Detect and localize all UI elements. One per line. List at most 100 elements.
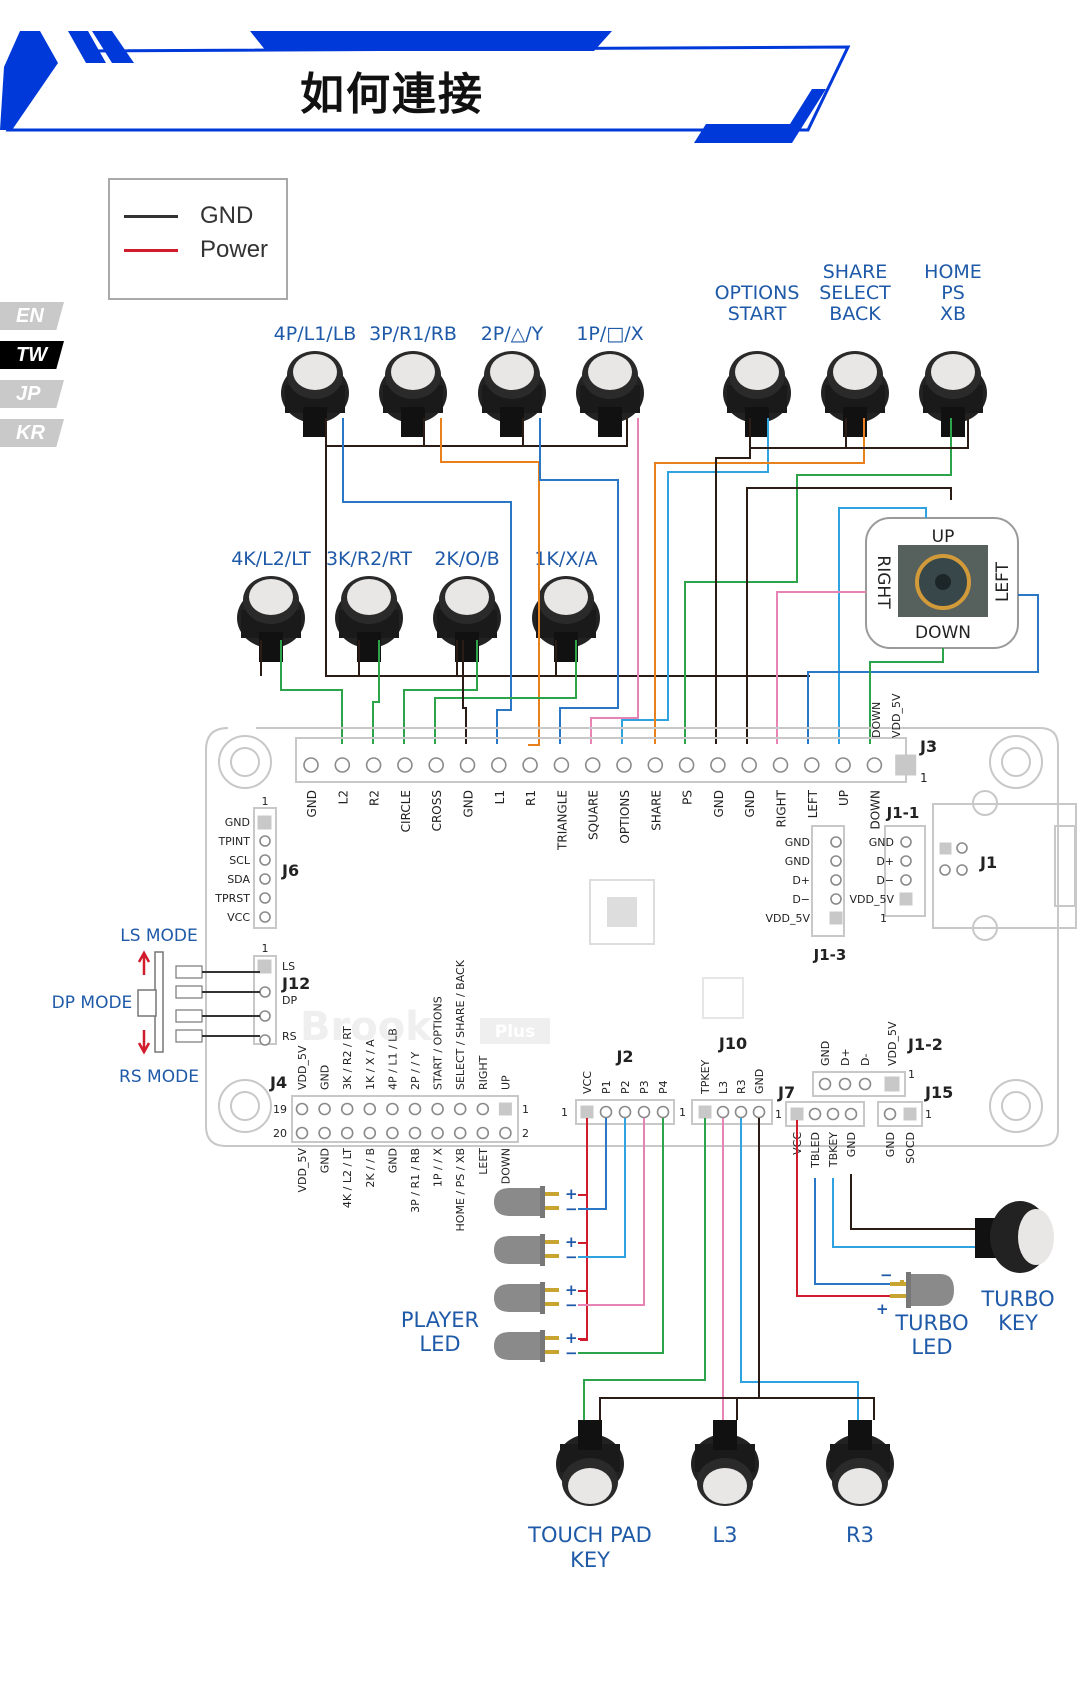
j3-pin[interactable] bbox=[428, 757, 445, 773]
j4-pin[interactable] bbox=[476, 1126, 490, 1140]
j4-pin[interactable] bbox=[340, 1126, 354, 1140]
j1-pin[interactable] bbox=[939, 842, 952, 855]
j2-name: J2 bbox=[615, 1047, 633, 1066]
language-tab-jp[interactable]: JP bbox=[0, 380, 64, 408]
j4-pin[interactable] bbox=[340, 1102, 354, 1116]
j3-pin[interactable] bbox=[866, 757, 883, 773]
j1-2-pin[interactable] bbox=[838, 1077, 852, 1091]
j6-pin[interactable] bbox=[259, 892, 271, 904]
turbo-led-label: LED bbox=[911, 1335, 952, 1359]
j1-3-pin-label: D− bbox=[792, 893, 810, 906]
j4-pin[interactable] bbox=[408, 1126, 422, 1140]
j6-pin[interactable] bbox=[259, 854, 271, 866]
j4-pin[interactable] bbox=[431, 1126, 444, 1140]
j4-pin[interactable] bbox=[498, 1102, 512, 1116]
j3-pin[interactable] bbox=[365, 757, 382, 773]
j7-pin[interactable] bbox=[808, 1107, 822, 1121]
j3-pin[interactable] bbox=[584, 757, 601, 773]
j1-1-pin[interactable] bbox=[899, 892, 913, 906]
language-tab-tw[interactable]: TW bbox=[0, 341, 64, 369]
j3-pin[interactable] bbox=[616, 757, 632, 773]
j3-pin[interactable] bbox=[553, 757, 570, 773]
mode-switch-knob[interactable] bbox=[137, 989, 157, 1017]
button-cap bbox=[833, 354, 877, 390]
language-tab-kr[interactable]: KR bbox=[0, 419, 64, 447]
language-tab-en[interactable]: EN bbox=[0, 302, 64, 330]
j7-pin[interactable] bbox=[790, 1107, 804, 1121]
j10-pin[interactable] bbox=[752, 1105, 766, 1119]
j1-3-pin[interactable] bbox=[829, 911, 843, 925]
j3-pin-label: TRIANGLE bbox=[555, 790, 569, 851]
j12-pin[interactable] bbox=[259, 1010, 271, 1022]
j3-pin[interactable] bbox=[741, 757, 758, 773]
j3-pin[interactable] bbox=[522, 757, 538, 773]
j3-pin[interactable] bbox=[803, 757, 820, 773]
j1-2-pin[interactable] bbox=[818, 1077, 832, 1091]
j15-pin[interactable] bbox=[883, 1107, 897, 1121]
j4-pin[interactable] bbox=[318, 1126, 331, 1140]
j3-pin[interactable] bbox=[490, 757, 507, 773]
j4-pin[interactable] bbox=[408, 1102, 422, 1116]
j15-pin[interactable] bbox=[903, 1107, 917, 1121]
bottom-button-label-2: R3 bbox=[846, 1523, 874, 1547]
j1-2-pin[interactable] bbox=[884, 1076, 900, 1092]
j12-pin[interactable] bbox=[259, 1034, 271, 1046]
j3-pin[interactable] bbox=[459, 757, 476, 773]
j1-1-pin[interactable] bbox=[900, 836, 912, 848]
j4-pin[interactable] bbox=[453, 1102, 467, 1116]
j3-pin[interactable] bbox=[835, 757, 851, 773]
j3-pin[interactable] bbox=[772, 757, 789, 773]
j4-pin[interactable] bbox=[363, 1102, 377, 1116]
j3-pin[interactable] bbox=[334, 757, 351, 773]
j6-pin[interactable] bbox=[259, 911, 271, 923]
j1-pin[interactable] bbox=[956, 842, 968, 854]
wire-cross bbox=[434, 640, 577, 744]
arcade-button-system-0-icon bbox=[723, 351, 791, 437]
j4-pin[interactable] bbox=[431, 1102, 444, 1116]
j4-pin[interactable] bbox=[295, 1102, 309, 1116]
j3-pin[interactable] bbox=[678, 757, 695, 773]
j4-pin[interactable] bbox=[363, 1126, 377, 1140]
j4-pin[interactable] bbox=[499, 1126, 512, 1140]
j10-pin[interactable] bbox=[734, 1105, 748, 1119]
j1-2-pin[interactable] bbox=[858, 1077, 872, 1091]
j12-pin[interactable] bbox=[257, 959, 272, 974]
j1-1-pin[interactable] bbox=[900, 874, 912, 886]
j3-pin[interactable] bbox=[647, 757, 664, 773]
j6-header bbox=[253, 807, 277, 929]
j2-pin[interactable] bbox=[637, 1105, 651, 1119]
j3-pin-label: CROSS bbox=[430, 790, 444, 831]
j4-pin[interactable] bbox=[476, 1102, 490, 1116]
j2-pin[interactable] bbox=[580, 1105, 594, 1119]
j2-pin[interactable] bbox=[618, 1105, 632, 1119]
j1-3-pin[interactable] bbox=[830, 855, 842, 867]
j4-pin[interactable] bbox=[453, 1126, 467, 1140]
j3-pin[interactable] bbox=[397, 757, 413, 773]
j6-pin[interactable] bbox=[259, 873, 271, 885]
j3-pin-1[interactable] bbox=[895, 754, 917, 776]
j3-pin[interactable] bbox=[303, 757, 319, 773]
j3-pin-label: GND bbox=[712, 790, 726, 818]
j10-pin[interactable] bbox=[698, 1105, 712, 1119]
j4-pin[interactable] bbox=[386, 1102, 399, 1116]
j10-pin[interactable] bbox=[716, 1105, 730, 1119]
j2-pin[interactable] bbox=[656, 1105, 670, 1119]
j3-pin[interactable] bbox=[710, 757, 726, 773]
j12-pin[interactable] bbox=[259, 986, 271, 998]
j1-3-pin[interactable] bbox=[830, 836, 842, 848]
j7-pin[interactable] bbox=[844, 1107, 858, 1121]
j2-pin[interactable] bbox=[599, 1105, 613, 1119]
bottom-button-label-1: L3 bbox=[712, 1523, 737, 1547]
j4-pin[interactable] bbox=[386, 1126, 399, 1140]
j1-3-pin[interactable] bbox=[830, 874, 842, 886]
j6-pin[interactable] bbox=[257, 815, 272, 830]
j1-1-pin[interactable] bbox=[900, 855, 912, 867]
j4-pin[interactable] bbox=[295, 1126, 309, 1140]
led-body bbox=[494, 1236, 542, 1264]
j1-pin[interactable] bbox=[939, 864, 951, 876]
j4-pin[interactable] bbox=[318, 1102, 331, 1116]
j7-pin[interactable] bbox=[826, 1107, 840, 1121]
j1-pin[interactable] bbox=[956, 864, 968, 876]
j1-3-pin[interactable] bbox=[830, 893, 842, 905]
j6-pin[interactable] bbox=[259, 835, 271, 847]
